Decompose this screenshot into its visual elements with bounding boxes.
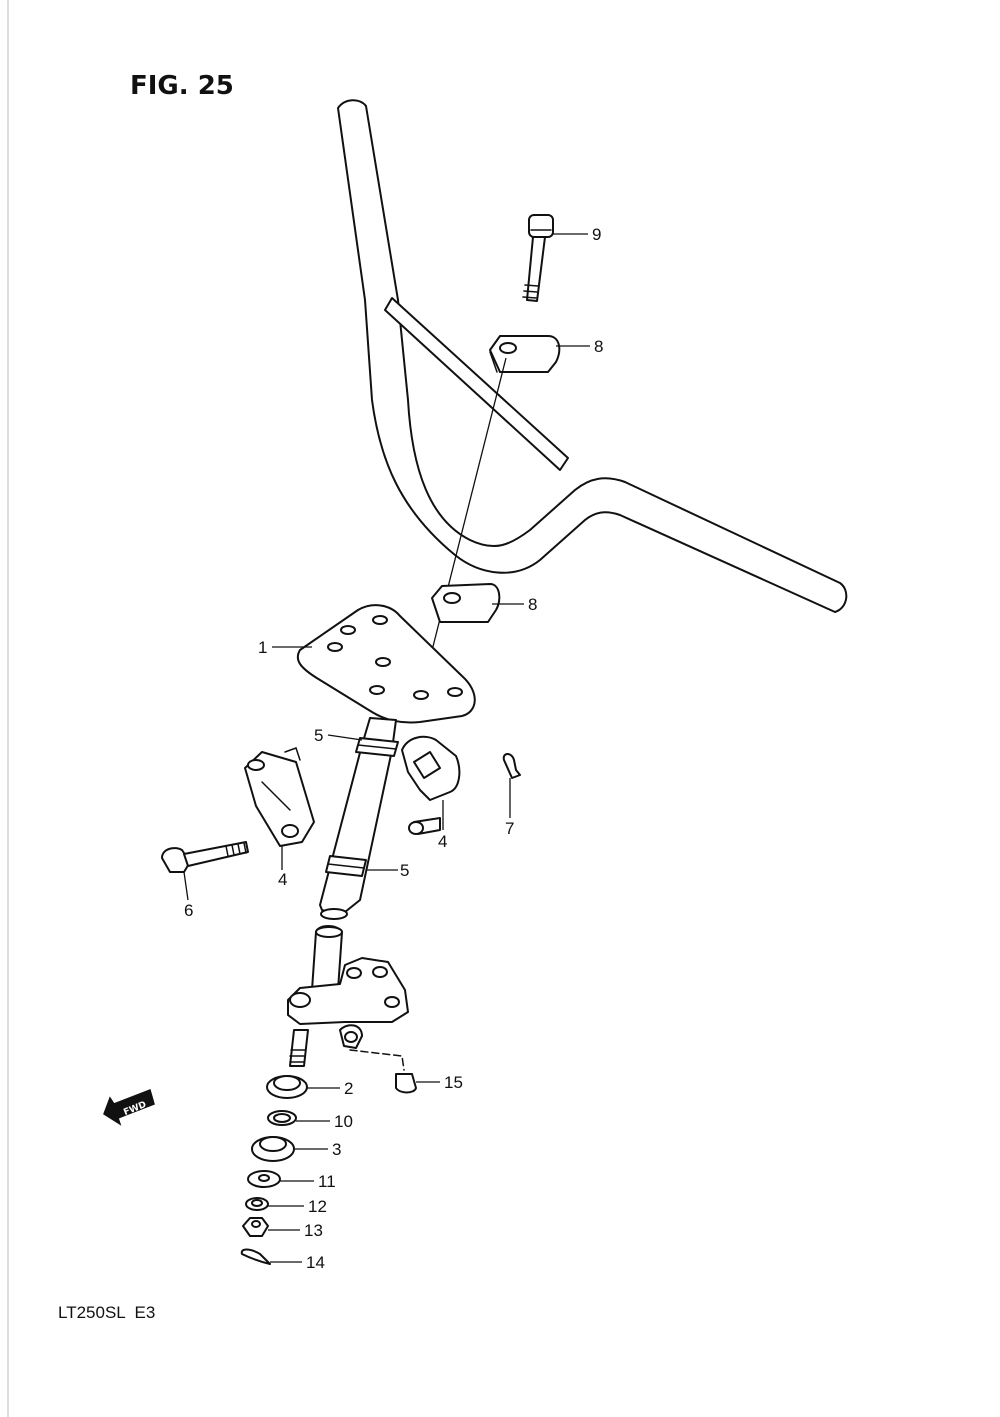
callout-5-upper: 5 <box>314 726 323 745</box>
leader-lines <box>183 233 590 1263</box>
callout-3: 3 <box>332 1140 341 1159</box>
assembly-line <box>421 357 507 691</box>
callout-5-lower: 5 <box>400 861 409 880</box>
callout-12: 12 <box>308 1197 327 1216</box>
bearing-3 <box>251 1136 295 1162</box>
bearing-2 <box>266 1075 308 1099</box>
steering-shaft-upper <box>319 717 399 920</box>
callout-8-lower: 8 <box>528 595 537 614</box>
callout-14: 14 <box>306 1253 325 1272</box>
clamp-4-left <box>244 747 315 847</box>
callout-6: 6 <box>184 901 193 920</box>
callout-1: 1 <box>258 638 267 657</box>
callout-10: 10 <box>334 1112 353 1131</box>
fwd-arrow-icon: FWD <box>103 1089 155 1126</box>
figure-title: FIG. 25 <box>130 71 234 101</box>
callout-9: 9 <box>592 225 601 244</box>
callout-4-left: 4 <box>278 870 287 889</box>
upper-clamp-8 <box>489 335 561 373</box>
callout-8-upper: 8 <box>594 337 603 356</box>
holder-plate-1 <box>296 604 476 724</box>
callout-11: 11 <box>318 1172 336 1191</box>
bolt-9 <box>522 214 554 302</box>
nut-13 <box>242 1217 269 1237</box>
washer-11 <box>247 1170 281 1188</box>
handlebar <box>337 99 848 613</box>
lower-clamp-8 <box>431 583 501 623</box>
leader-dashed-15 <box>349 1049 405 1071</box>
clamp-4-right <box>401 735 461 835</box>
callout-4-right: 4 <box>438 832 447 851</box>
bolt-6 <box>161 841 249 873</box>
callouts: 9 8 8 1 5 5 4 4 7 6 2 10 3 11 12 13 14 1… <box>184 225 603 1272</box>
o-ring-10 <box>267 1110 297 1126</box>
lock-washer-12 <box>245 1197 269 1211</box>
model-code: LT250SL E3 <box>58 1303 155 1322</box>
steering-shaft-lower <box>287 925 409 1067</box>
callout-2: 2 <box>344 1079 353 1098</box>
callout-13: 13 <box>304 1221 323 1240</box>
callout-15: 15 <box>444 1073 463 1092</box>
cotter-pin-7 <box>502 753 521 779</box>
cotter-pin-14 <box>240 1248 271 1265</box>
callout-7: 7 <box>505 819 514 838</box>
grease-nipple-15 <box>395 1073 417 1094</box>
